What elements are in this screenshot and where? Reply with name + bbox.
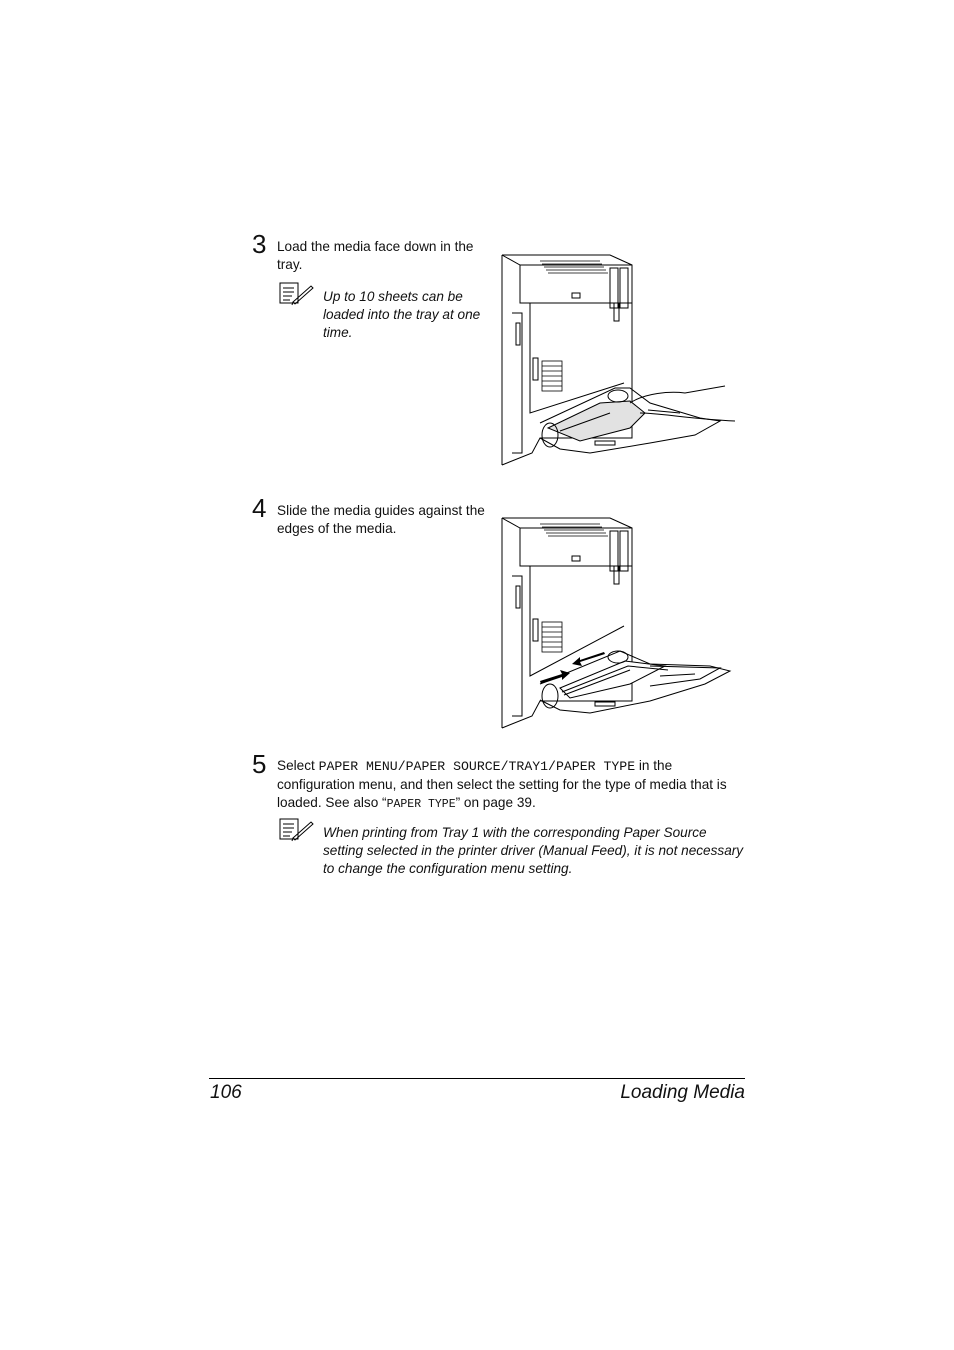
- step-3-note: Up to 10 sheets can be loaded into the t…: [323, 289, 481, 340]
- step-5-number: 5: [252, 749, 267, 779]
- step-5-text-after: in the configuration menu, and then sele…: [277, 758, 727, 810]
- page-number: 106: [210, 1082, 242, 1103]
- printer-media-guides-illustration: [501, 517, 732, 729]
- footer-rule: [209, 1078, 745, 1079]
- paper-type-reference: PAPER TYPE: [386, 798, 456, 811]
- printer-loading-media-illustration: [501, 254, 736, 466]
- note-icon: [279, 282, 314, 306]
- step-5-text: Select PAPER MENU/PAPER SOURCE/TRAY1/PAP…: [277, 757, 747, 814]
- note-icon: [279, 818, 314, 842]
- step-5-note: When printing from Tray 1 with the corre…: [323, 825, 744, 876]
- step-4-text: Slide the media guides against the edges…: [277, 503, 485, 536]
- menu-path: PAPER MENU/PAPER SOURCE/TRAY1/PAPER TYPE: [318, 759, 636, 774]
- section-title: Loading Media: [620, 1082, 745, 1103]
- step-3-number: 3: [252, 229, 267, 259]
- step-4-number: 4: [252, 493, 267, 523]
- step-5-text-before: Select: [277, 758, 319, 773]
- step-3-text: Load the media face down in the tray.: [277, 239, 474, 272]
- step-5-text-end: ” on page 39.: [455, 795, 536, 810]
